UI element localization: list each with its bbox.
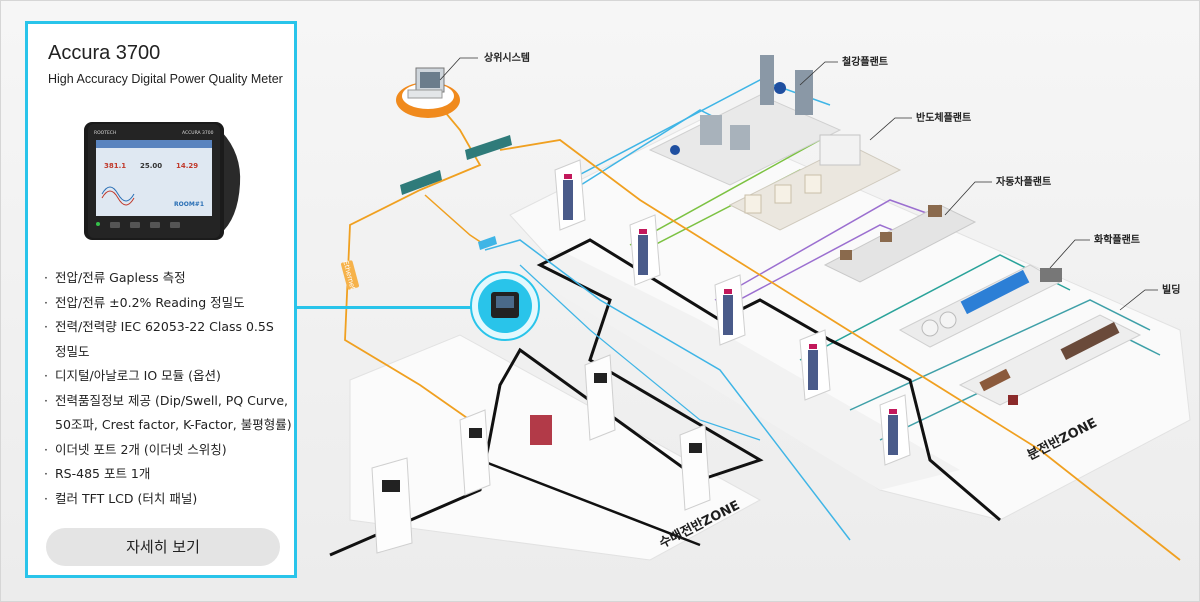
feature-item: RS-485 포트 1개 [44,462,294,487]
label-auto-plant: 자동차플랜트 [996,175,1051,188]
product-card: Accura 3700 High Accuracy Digital Power … [25,21,297,578]
ethernet-tag: Ethernet [341,260,359,291]
semiconductor-plant-equipment [728,134,902,231]
building-equipment [958,314,1142,406]
callout-connector [297,306,471,309]
meter-value-2: 25.00 [140,162,162,170]
building-line [849,299,1151,411]
switchgear-panels [371,354,711,554]
feature-item: 전력품질정보 제공 (Dip/Swell, PQ Curve, [44,389,294,414]
comm-line-2 [519,264,761,441]
feature-item: 컬러 TFT LCD (터치 패널) [44,487,294,512]
feature-item-continuation: 정밀도 [55,343,90,359]
meter-brand: ACCURA 3700 [182,130,214,136]
comm-line [484,239,851,541]
feature-item: 전압/전류 Gapless 측정 [44,266,294,291]
feature-item-continuation: 50조파, Crest factor, K-Factor, 불평형률) [55,417,292,432]
label-leaders [439,57,1158,311]
network-switch [400,135,512,250]
walkway [520,250,960,490]
label-upper-system: 상위시스템 [484,51,530,64]
transformer [530,415,552,445]
power-meter-image: ROOTECH ACCURA 3700 381.1 25.00 14.29 RO… [84,122,241,240]
power-bus [329,238,1001,557]
steel-plant-equipment [648,55,842,186]
meter-tag: ROOM#1 [174,201,204,208]
feature-item: 디지털/아날로그 IO 모듈 (옵션) [44,364,294,389]
feature-item: 전압/전류 ±0.2% Reading 정밀도 [44,291,294,316]
auto-plant-equipment [823,204,977,283]
product-title: Accura 3700 [48,42,161,64]
ethernet-line-2 [499,139,1181,561]
meter-value-1: 381.1 [104,162,126,170]
svg-text:ROOTECH: ROOTECH [94,130,116,136]
label-chemical-plant: 화학플랜트 [1094,233,1140,246]
distribution-panels [554,159,911,466]
view-details-button[interactable]: 자세히 보기 [46,528,280,566]
label-semiconductor-plant: 반도체플랜트 [916,111,971,124]
power-bus-2 [479,458,701,547]
upper-system-workstation [396,67,460,118]
ethernet-line-3 [424,194,486,246]
ethernet-line [344,99,482,421]
highlighted-meter [470,271,540,341]
label-steel-plant: 철강플랜트 [842,55,888,68]
product-subtitle: High Accuracy Digital Power Quality Mete… [48,72,283,86]
label-building: 빌딩 [1162,283,1180,296]
chemical-plant-equipment [898,264,1062,348]
meter-value-3: 14.29 [176,162,198,170]
feature-item: 이더넷 포트 2개 (이더넷 스위칭) [44,438,294,463]
feature-item: 전력/전력량 IEC 62053-22 Class 0.5S [44,315,294,340]
feature-list: 전압/전류 Gapless 측정 전압/전류 ±0.2% Reading 정밀도… [44,266,294,511]
switchgear-floor [349,334,762,561]
